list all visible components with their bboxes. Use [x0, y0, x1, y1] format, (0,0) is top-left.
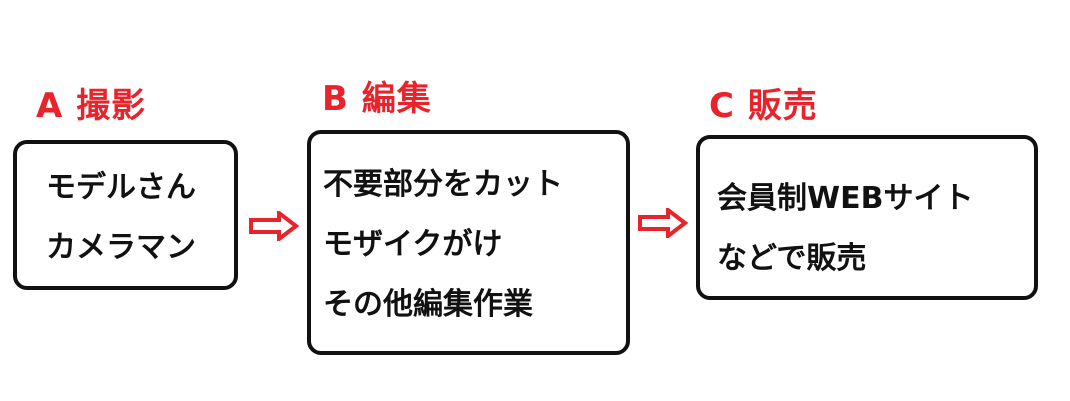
step-a-title: A 撮影 — [36, 86, 147, 126]
step-c-line-1: 会員制WEBサイト — [717, 181, 974, 216]
step-b-line-2: モザイクがけ — [323, 227, 503, 262]
arrow-right-icon — [249, 211, 299, 241]
step-c-line-2: などで販売 — [717, 241, 867, 276]
step-b-title: B 編集 — [322, 79, 432, 119]
step-a-box: モデルさん カメラマン — [13, 140, 238, 290]
step-b-line-3: その他編集作業 — [323, 287, 533, 322]
step-a-line-2: カメラマン — [46, 230, 196, 265]
step-c-box: 会員制WEBサイト などで販売 — [696, 135, 1038, 300]
step-b-line-1: 不要部分をカット — [323, 167, 563, 202]
step-c-title: C 販売 — [709, 86, 818, 126]
step-a-line-1: モデルさん — [46, 170, 196, 205]
step-b-box: 不要部分をカット モザイクがけ その他編集作業 — [307, 130, 630, 355]
arrow-right-icon — [638, 208, 688, 238]
